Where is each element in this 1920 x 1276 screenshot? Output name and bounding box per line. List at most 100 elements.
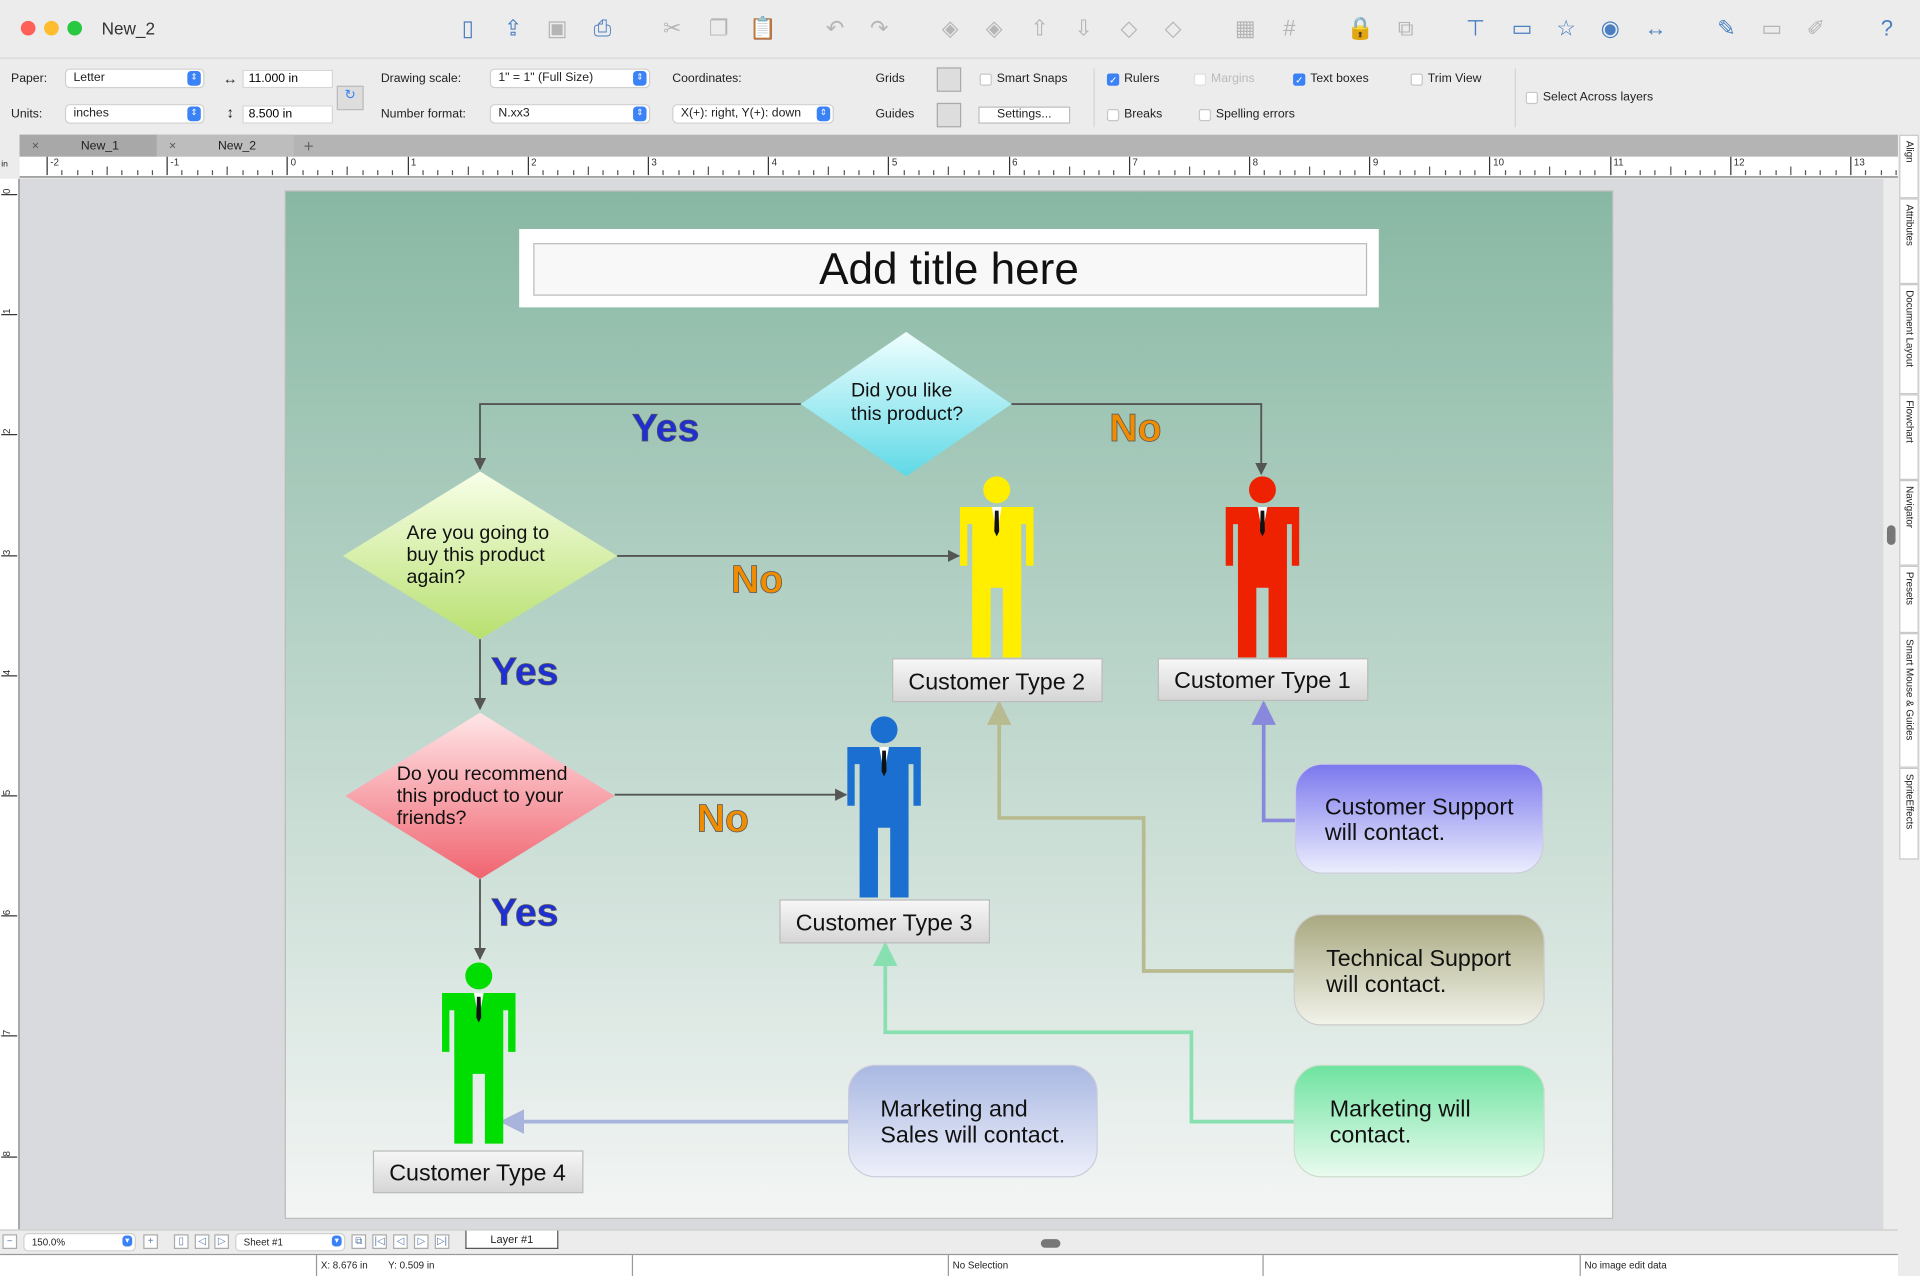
yes-label: Yes — [491, 892, 559, 935]
ruler-tick-label: -2 — [46, 156, 59, 176]
trim-view-checkbox[interactable] — [1410, 73, 1423, 86]
layer-up-icon[interactable]: ◈ — [941, 15, 959, 40]
settings-button[interactable]: Settings... — [978, 106, 1071, 124]
number-format-select[interactable]: N.xx3⇕ — [491, 105, 649, 123]
copy-icon[interactable]: ❐ — [708, 15, 729, 40]
margins-checkbox[interactable] — [1193, 73, 1207, 86]
paper-height-input[interactable] — [242, 105, 334, 124]
redo-icon[interactable]: ↷ — [869, 15, 889, 40]
print-icon[interactable]: ⎙ — [593, 15, 612, 40]
prev-sheet-icon[interactable]: ◁ — [194, 1234, 210, 1249]
ruler-tick — [1684, 170, 1687, 176]
side-tab-smart-mouse-guides[interactable]: Smart Mouse & Guides — [1899, 633, 1919, 768]
grid-icon[interactable]: # — [1283, 15, 1296, 40]
layer-tab[interactable]: Layer #1 — [465, 1230, 559, 1249]
table-icon[interactable]: ▦ — [1234, 15, 1256, 40]
prev-layer-icon[interactable]: ◁ — [393, 1234, 408, 1249]
side-tab-presets[interactable]: Presets — [1899, 565, 1919, 634]
paper-select[interactable]: Letter⇕ — [66, 69, 204, 87]
shape-icon[interactable]: ☆ — [1556, 15, 1576, 40]
side-tab-label: Flowchart — [1904, 400, 1916, 443]
tab-new-1[interactable]: × New_1 — [19, 134, 157, 157]
add-tab-button[interactable]: + — [303, 135, 314, 156]
lock-icon[interactable]: 🔒 — [1346, 15, 1375, 40]
guides-label: Guides — [875, 107, 915, 122]
customer-type-3-box[interactable] — [779, 899, 991, 944]
layer-down-icon[interactable]: ◈ — [985, 15, 1003, 40]
group-icon[interactable]: ◇ — [1120, 15, 1138, 40]
last-layer-icon[interactable]: ▷| — [434, 1234, 450, 1249]
ruler-tick — [106, 166, 108, 176]
help-icon[interactable]: ? — [1880, 15, 1894, 40]
next-layer-icon[interactable]: ▷ — [413, 1234, 429, 1249]
vertical-scrollbar-thumb[interactable] — [1886, 525, 1896, 545]
side-tab-spriteeffects[interactable]: SpriteEffects — [1899, 767, 1919, 860]
present-icon[interactable]: ▭ — [1761, 15, 1783, 40]
rotate-page-icon[interactable]: ↻ — [336, 85, 364, 111]
customer-type-4-box[interactable] — [372, 1150, 584, 1194]
side-tab-document-layout[interactable]: Document Layout — [1899, 284, 1919, 395]
unlock-icon[interactable]: ⧉ — [1397, 15, 1414, 40]
zoom-in-icon[interactable]: + — [143, 1234, 158, 1249]
side-tab-align[interactable]: Align — [1899, 134, 1919, 199]
bring-forward-icon[interactable]: ⇧ — [1030, 15, 1049, 40]
side-tab-navigator[interactable]: Navigator — [1899, 480, 1919, 566]
next-sheet-icon[interactable]: ▷ — [214, 1234, 229, 1249]
ruler-tick — [1594, 170, 1596, 176]
title-text[interactable]: Add title here — [819, 245, 1079, 294]
guides-settings-icon[interactable] — [936, 102, 962, 128]
tab-new-2[interactable]: × New_2 — [156, 134, 294, 157]
pen-icon[interactable]: ✐ — [1806, 15, 1826, 40]
paper-width-input[interactable] — [242, 69, 334, 89]
cut-icon[interactable]: ✂ — [663, 15, 682, 40]
undo-icon[interactable]: ↶ — [825, 15, 845, 40]
insert-icon[interactable]: ◉ — [1600, 15, 1620, 40]
select-across-layers-checkbox[interactable] — [1525, 91, 1538, 105]
send-backward-icon[interactable]: ⇩ — [1074, 15, 1093, 40]
horizontal-scrollbar-thumb[interactable] — [1040, 1239, 1061, 1248]
ruler-icon[interactable]: ▭ — [1511, 15, 1533, 40]
close-tab-icon[interactable]: × — [168, 139, 177, 154]
rulers-checkbox[interactable]: ✓ — [1106, 73, 1120, 86]
ruler-tick-label: 0 — [287, 156, 296, 176]
spelling-errors-checkbox[interactable] — [1198, 108, 1212, 122]
new-doc-icon[interactable]: ▯ — [461, 15, 474, 40]
coordinates-select[interactable]: X(+): right, Y(+): down⇕ — [673, 105, 833, 123]
ungroup-icon[interactable]: ◇ — [1164, 15, 1182, 40]
side-tab-attributes[interactable]: Attributes — [1899, 198, 1919, 285]
customer-type-2-box[interactable] — [892, 658, 1103, 703]
save-icon[interactable]: ▣ — [546, 15, 568, 40]
duplicate-layer-icon[interactable]: ⧉ — [351, 1234, 367, 1249]
smart-snaps-checkbox[interactable] — [979, 73, 992, 86]
zoom-window-button[interactable] — [67, 20, 83, 36]
guide-icon[interactable]: ⊤ — [1465, 15, 1486, 40]
paste-icon[interactable]: 📋 — [749, 15, 777, 40]
ruler-tick — [798, 170, 800, 176]
breaks-checkbox[interactable] — [1106, 108, 1120, 122]
side-tab-flowchart[interactable]: Flowchart — [1899, 394, 1919, 481]
tab-label: New_1 — [80, 139, 119, 154]
customer-type-1-box[interactable] — [1157, 658, 1369, 702]
open-icon[interactable]: ⇪ — [503, 15, 523, 40]
first-layer-icon[interactable]: |◁ — [372, 1234, 387, 1249]
new-sheet-icon[interactable]: ▯ — [173, 1234, 189, 1249]
zoom-select[interactable]: 150.0%▾ — [24, 1234, 135, 1251]
arrow-icon[interactable]: ↔ — [1644, 15, 1667, 40]
grids-settings-icon[interactable] — [936, 67, 962, 92]
units-select[interactable]: inches⇕ — [66, 105, 204, 123]
minimize-window-button[interactable] — [44, 20, 59, 36]
zoom-out-icon[interactable]: − — [2, 1234, 18, 1249]
sheet-select[interactable]: Sheet #1▾ — [236, 1234, 345, 1251]
text-boxes-checkbox[interactable]: ✓ — [1293, 73, 1306, 86]
drawing-scale-select[interactable]: 1" = 1" (Full Size)⇕ — [491, 69, 649, 87]
edit-icon[interactable]: ✎ — [1717, 15, 1736, 40]
close-tab-icon[interactable]: × — [31, 139, 39, 154]
close-window-button[interactable] — [20, 20, 36, 36]
